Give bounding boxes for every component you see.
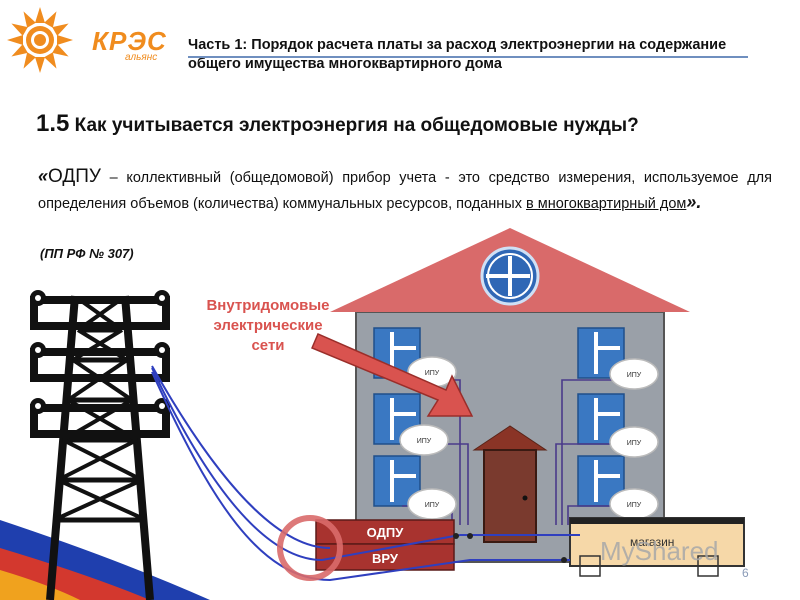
supply-wires xyxy=(151,365,580,582)
close-quote: ». xyxy=(686,192,702,212)
sun-ray xyxy=(11,23,28,36)
logo-sun-icon xyxy=(7,7,73,73)
ipu-meter: ИПУ xyxy=(609,488,659,520)
section-title: 1.5 Как учитывается электроэнергия на об… xyxy=(36,110,639,138)
highlight-ring xyxy=(277,515,343,581)
ipu-meter: ИПУ xyxy=(407,488,457,520)
callout: Внутридомовые электрические сети xyxy=(205,296,474,417)
ipu-label: ИПУ xyxy=(627,502,642,509)
callout-line-2: электрические xyxy=(213,317,322,334)
sun-ray xyxy=(23,52,36,69)
callout-line-1: Внутридомовые xyxy=(206,297,329,314)
sun-ray xyxy=(57,35,73,45)
corner-swoosh xyxy=(0,520,210,600)
sun-ray xyxy=(35,57,45,73)
sun-ray xyxy=(35,7,45,23)
legal-reference: (ПП РФ № 307) xyxy=(40,246,134,261)
vru-label: ВРУ xyxy=(372,551,399,566)
ipu-label: ИПУ xyxy=(425,502,440,509)
ipu-label: ИПУ xyxy=(425,370,440,377)
ipu-label: ИПУ xyxy=(627,372,642,379)
section-title-text: Как учитывается электроэнергия на общедо… xyxy=(74,115,628,136)
header-title: Часть 1: Порядок расчета платы за расход… xyxy=(188,37,727,72)
sun-ray xyxy=(52,44,69,57)
definition-term: ОДПУ xyxy=(48,166,101,187)
odpu-label: ОДПУ xyxy=(367,525,405,540)
header-rule xyxy=(188,56,748,58)
ipu-label: ИПУ xyxy=(627,440,642,447)
roof-meter-icon xyxy=(480,246,540,306)
sun-ray xyxy=(44,11,57,28)
callout-line-3: сети xyxy=(251,337,284,354)
sun-ray xyxy=(11,44,28,57)
shop-block: магазин xyxy=(569,517,745,577)
ipu-meter: ИПУ xyxy=(609,358,659,390)
callout-arrow-icon xyxy=(311,333,474,417)
sun-ray xyxy=(7,35,23,45)
sun-ray xyxy=(44,52,57,69)
definition-text: «ОДПУ – коллективный (общедомовой) прибо… xyxy=(38,164,772,216)
building-window xyxy=(577,327,625,379)
shop-label: магазин xyxy=(630,535,674,549)
section-question-mark: ? xyxy=(627,115,639,136)
watermark: MyShared xyxy=(600,536,719,566)
definition-underlined: в многоквартирный дом xyxy=(526,196,687,212)
sun-ray xyxy=(52,23,69,36)
page-number: 6 xyxy=(742,566,749,580)
section-number: 1.5 xyxy=(36,110,70,137)
ipu-label: ИПУ xyxy=(417,438,432,445)
brand-sub: альянс xyxy=(125,52,158,63)
sun-ray xyxy=(23,11,36,28)
open-quote: « xyxy=(38,166,49,186)
ipu-meter: ИПУ xyxy=(399,424,449,456)
definition-body: – коллективный (общедомовой) прибор учет… xyxy=(38,170,772,212)
brand-name: КРЭС xyxy=(92,26,167,56)
ipu-meter: ИПУ xyxy=(609,426,659,458)
power-pylon-icon xyxy=(30,290,170,600)
